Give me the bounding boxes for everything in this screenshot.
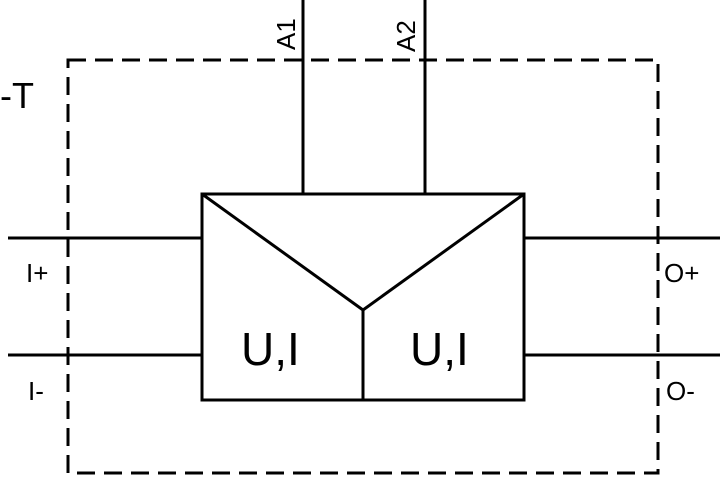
enclosure-boundary (66, 58, 660, 475)
a1-terminal-label: A1 (271, 18, 301, 50)
left-section-label: U,I (241, 323, 300, 375)
output-plus-label: O+ (664, 258, 699, 288)
converter-diagonal-right (362, 192, 525, 312)
a2-terminal-label: A2 (391, 20, 421, 52)
input-minus-label: I- (28, 376, 44, 406)
component-designation: -T (0, 75, 34, 116)
right-section-label: U,I (410, 323, 469, 375)
converter-diagonal-left (201, 192, 364, 312)
output-minus-label: O- (666, 376, 695, 406)
input-plus-label: I+ (26, 258, 48, 288)
